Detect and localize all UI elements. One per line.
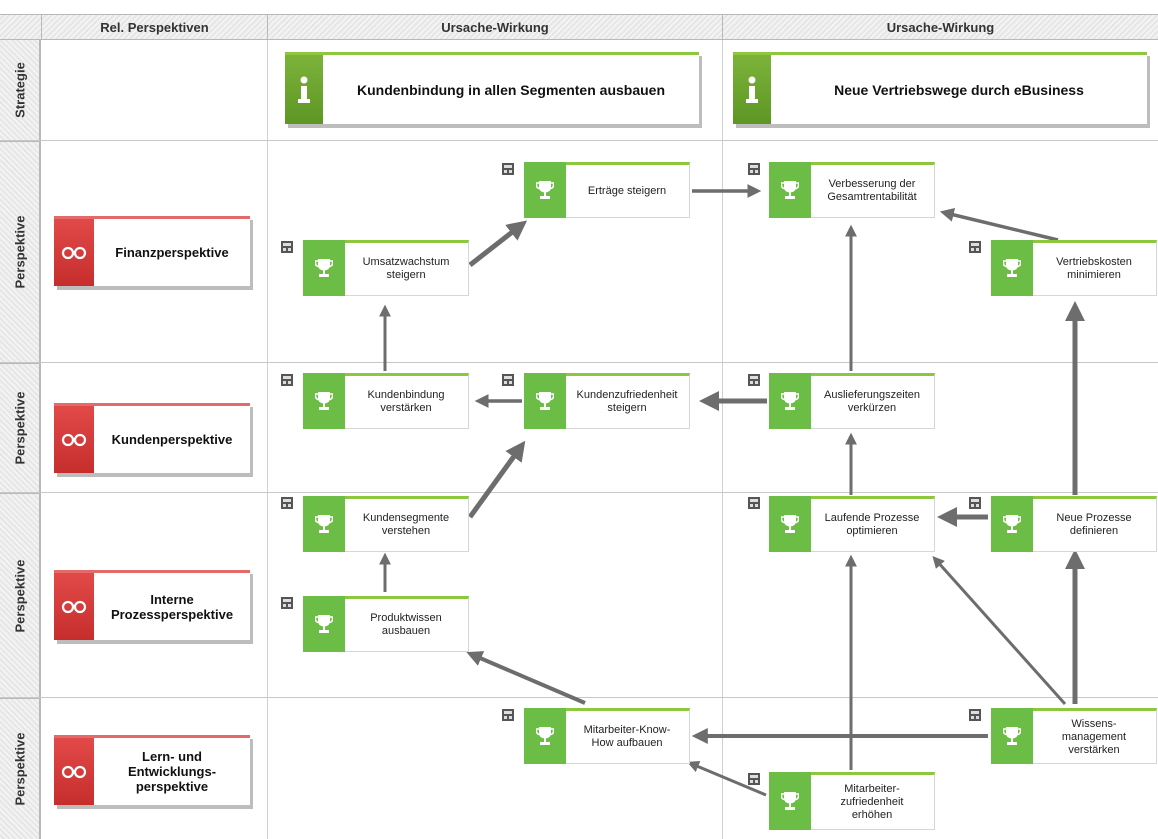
trophy-icon	[991, 240, 1033, 296]
hierarchy-icon[interactable]	[969, 497, 981, 509]
column-header-ursache-wirkung-2[interactable]: Ursache-Wirkung	[722, 14, 1158, 40]
trophy-icon	[991, 496, 1033, 552]
arrow-vertriebskosten-rentabilitaet	[939, 207, 1059, 242]
perspective-label: Kundenperspektive	[111, 432, 233, 447]
glasses-icon	[54, 219, 94, 286]
goal-label: Kundensegmente verstehen	[362, 512, 450, 537]
goal-produktwissen[interactable]: Produktwissen ausbauen	[303, 596, 469, 652]
goal-label: Kundenzufriedenheit steigern	[576, 389, 678, 414]
row-divider	[0, 697, 1158, 698]
glasses-icon	[54, 738, 94, 805]
column-header-corner	[0, 14, 41, 40]
column-header-rel-perspektiven[interactable]: Rel. Perspektiven	[41, 14, 267, 40]
glasses-icon	[54, 573, 94, 640]
trophy-icon	[303, 596, 345, 652]
hierarchy-icon[interactable]	[748, 497, 760, 509]
perspective-label: Lern- und Entwicklungs- perspektive	[127, 749, 217, 794]
perspective-kunden[interactable]: Kundenperspektive	[54, 403, 250, 473]
goal-label: Vertriebskosten minimieren	[1056, 256, 1132, 281]
trophy-icon	[769, 373, 811, 429]
goal-label: Neue Prozesse definieren	[1056, 512, 1132, 537]
hierarchy-icon[interactable]	[281, 497, 293, 509]
row-header-strategie[interactable]: Strategie	[0, 40, 40, 140]
trophy-icon	[769, 772, 811, 830]
trophy-icon	[524, 162, 566, 218]
strategy-ebusiness[interactable]: Neue Vertriebswege durch eBusiness	[733, 52, 1147, 124]
goal-mitarbeiter-knowhow[interactable]: Mitarbeiter-Know- How aufbauen	[524, 708, 690, 764]
strategy-label: Neue Vertriebswege durch eBusiness	[834, 81, 1084, 98]
goal-label: Wissens- management verstärken	[1061, 717, 1127, 756]
hierarchy-icon[interactable]	[281, 241, 293, 253]
goal-label: Kundenbindung verstärken	[367, 389, 445, 414]
row-header-perspektive-2[interactable]: Perspektive	[0, 363, 40, 492]
column-divider	[267, 14, 268, 839]
hierarchy-icon[interactable]	[502, 374, 514, 386]
hierarchy-icon[interactable]	[748, 773, 760, 785]
hierarchy-icon[interactable]	[969, 241, 981, 253]
trophy-icon	[303, 496, 345, 552]
goal-label: Mitarbeiter-Know- How aufbauen	[583, 724, 671, 749]
perspective-interne-prozesse[interactable]: Interne Prozessperspektive	[54, 570, 250, 640]
hierarchy-icon[interactable]	[502, 163, 514, 175]
info-icon	[285, 55, 323, 124]
goal-label: Auslieferungszeiten verkürzen	[823, 389, 920, 414]
trophy-icon	[991, 708, 1033, 764]
info-icon	[733, 55, 771, 124]
row-divider	[0, 362, 1158, 363]
column-divider	[40, 14, 41, 839]
arrow-mazufriedenheit-knowhow	[687, 761, 767, 797]
hierarchy-icon[interactable]	[281, 597, 293, 609]
goal-umsatzwachstum[interactable]: Umsatzwachstum steigern	[303, 240, 469, 296]
trophy-icon	[303, 373, 345, 429]
row-header-perspektive-1[interactable]: Perspektive	[0, 141, 40, 362]
goal-label: Umsatzwachstum steigern	[362, 256, 450, 281]
trophy-icon	[769, 162, 811, 218]
goal-wissensmanagement[interactable]: Wissens- management verstärken	[991, 708, 1157, 764]
goal-kundensegmente[interactable]: Kundensegmente verstehen	[303, 496, 469, 552]
row-header-perspektive-3[interactable]: Perspektive	[0, 493, 40, 697]
goal-vertriebskosten[interactable]: Vertriebskosten minimieren	[991, 240, 1157, 296]
arrow-segmente-kundenzufriedenheit	[467, 440, 526, 519]
goal-label: Laufende Prozesse optimieren	[824, 512, 920, 537]
hierarchy-icon[interactable]	[748, 374, 760, 386]
perspective-finanz[interactable]: Finanzperspektive	[54, 216, 250, 286]
trophy-icon	[524, 708, 566, 764]
goal-kundenbindung[interactable]: Kundenbindung verstärken	[303, 373, 469, 429]
arrow-umsatz-ertraege	[468, 220, 528, 267]
perspective-lern-entwicklung[interactable]: Lern- und Entwicklungs- perspektive	[54, 735, 250, 805]
hierarchy-icon[interactable]	[969, 709, 981, 721]
column-divider	[722, 14, 723, 839]
arrow-wissen-laufende	[932, 555, 1067, 706]
column-header-ursache-wirkung-1[interactable]: Ursache-Wirkung	[267, 14, 722, 40]
goal-label: Mitarbeiter- zufriedenheit erhöhen	[840, 782, 904, 821]
goal-mitarbeiterzufriedenheit[interactable]: Mitarbeiter- zufriedenheit erhöhen	[769, 772, 935, 830]
hierarchy-icon[interactable]	[281, 374, 293, 386]
row-header-perspektive-4[interactable]: Perspektive	[0, 698, 40, 839]
strategy-label: Kundenbindung in allen Segmenten ausbaue…	[356, 81, 666, 98]
goal-laufende-prozesse[interactable]: Laufende Prozesse optimieren	[769, 496, 935, 552]
goal-neue-prozesse[interactable]: Neue Prozesse definieren	[991, 496, 1157, 552]
goal-label: Produktwissen ausbauen	[370, 612, 442, 637]
hierarchy-icon[interactable]	[502, 709, 514, 721]
row-divider	[0, 140, 1158, 141]
trophy-icon	[524, 373, 566, 429]
row-divider	[0, 492, 1158, 493]
trophy-icon	[303, 240, 345, 296]
goal-ertraege[interactable]: Erträge steigern	[524, 162, 690, 218]
arrow-knowhow-produktwissen	[466, 651, 586, 705]
hierarchy-icon[interactable]	[748, 163, 760, 175]
goal-auslieferungszeiten[interactable]: Auslieferungszeiten verkürzen	[769, 373, 935, 429]
glasses-icon	[54, 406, 94, 473]
goal-label: Verbesserung der Gesamtrentabilität	[827, 178, 917, 203]
perspective-label: Finanzperspektive	[115, 245, 229, 260]
trophy-icon	[769, 496, 811, 552]
goal-label: Erträge steigern	[587, 184, 667, 197]
goal-kundenzufriedenheit[interactable]: Kundenzufriedenheit steigern	[524, 373, 690, 429]
strategy-kundenbindung[interactable]: Kundenbindung in allen Segmenten ausbaue…	[285, 52, 699, 124]
perspective-label: Interne Prozessperspektive	[110, 591, 234, 622]
goal-gesamtrentabilitaet[interactable]: Verbesserung der Gesamtrentabilität	[769, 162, 935, 218]
